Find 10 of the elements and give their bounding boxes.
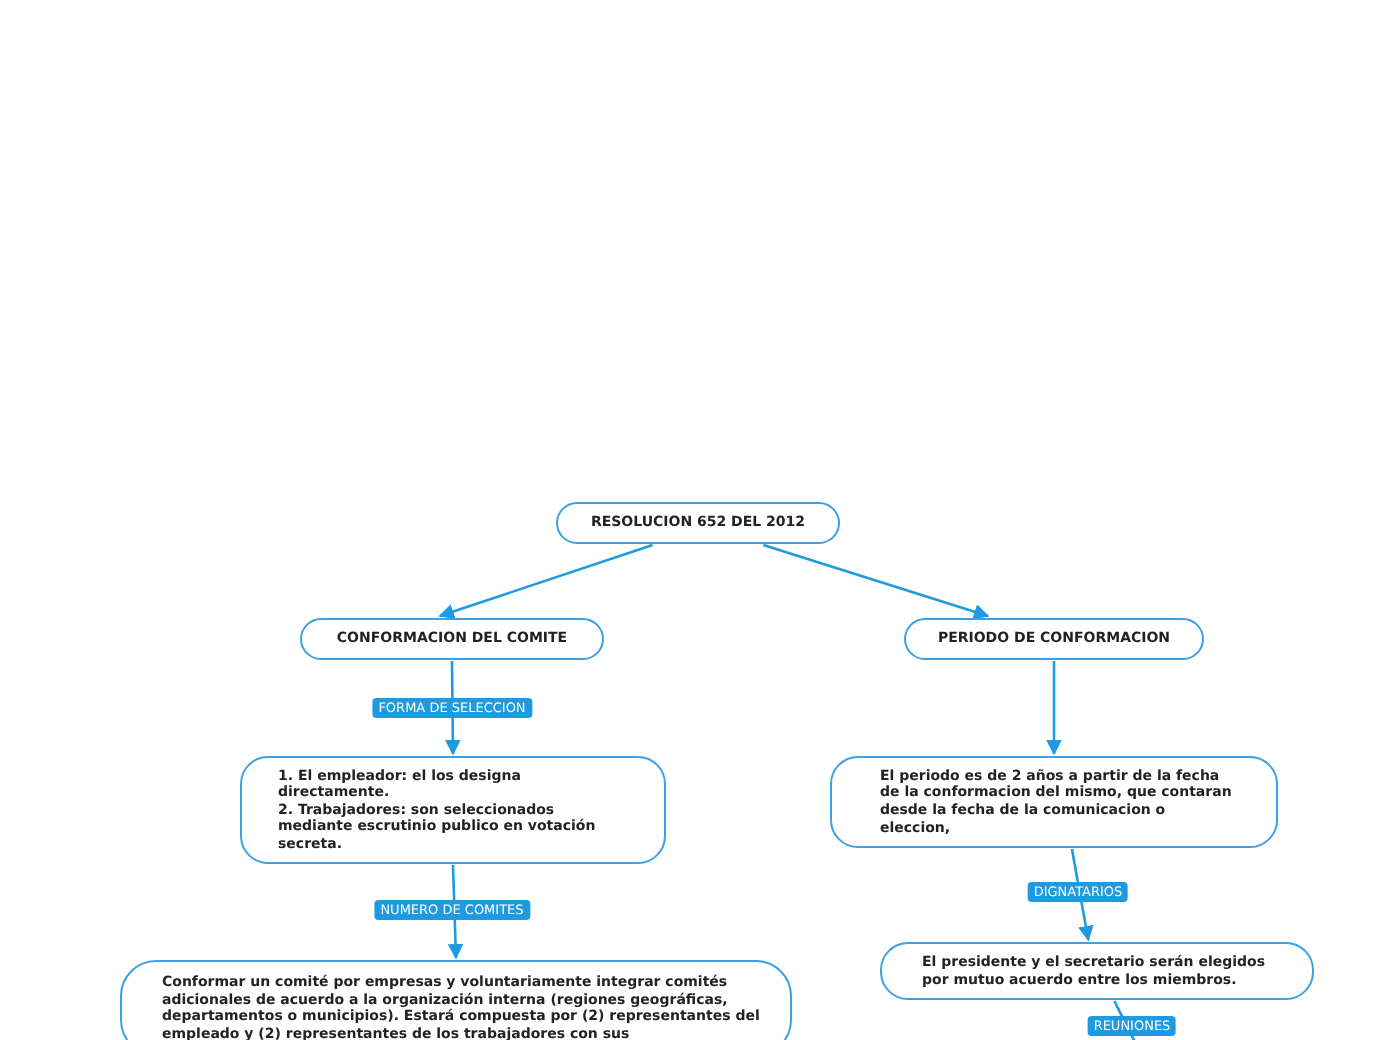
topic-box — [240, 756, 666, 864]
topic-box — [880, 942, 1314, 1000]
topic-box — [904, 618, 1204, 660]
connector-arrow — [1046, 661, 1062, 756]
topic-box — [830, 756, 1278, 848]
topic-box — [120, 960, 792, 1040]
topic-box — [300, 618, 604, 660]
topic-box — [556, 502, 840, 544]
connector-arrow — [762, 543, 990, 620]
connector-arrow — [438, 543, 653, 619]
